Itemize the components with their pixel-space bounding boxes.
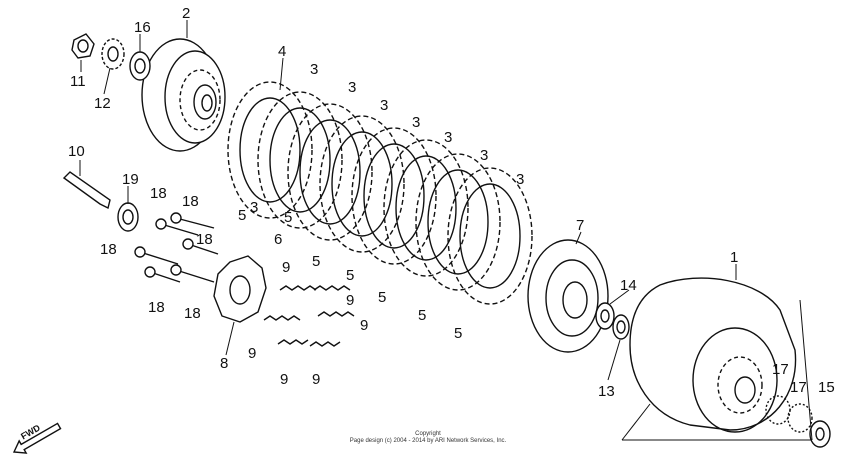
callout-1: 1 (730, 249, 738, 266)
callout-5: 5 (454, 325, 462, 342)
callout-8: 8 (220, 355, 228, 372)
callout-9: 9 (248, 345, 256, 362)
bolt-group (134, 212, 219, 283)
lifter-plate-part (213, 255, 267, 323)
callout-13: 13 (598, 383, 615, 400)
needle-bearing-group (765, 395, 831, 448)
callout-16: 16 (134, 19, 151, 36)
clutch-center-part (141, 38, 226, 152)
callout-18: 18 (148, 299, 165, 316)
callout-5: 5 (238, 207, 246, 224)
clutch-outer-part (629, 277, 797, 433)
callout-5: 5 (346, 267, 354, 284)
callout-9: 9 (346, 292, 354, 309)
callout-5: 5 (378, 289, 386, 306)
callout-2: 2 (182, 5, 190, 22)
callout-9: 9 (360, 317, 368, 334)
friction-plate-stack (227, 81, 533, 305)
callout-18: 18 (184, 305, 201, 322)
callout-3: 3 (412, 114, 420, 131)
copyright-notice: Copyright Page design (c) 2004 - 2014 by… (350, 431, 507, 444)
callout-labels: 1 2 3 3 3 3 3 3 3 3 4 5 5 5 5 5 5 5 6 7 … (68, 5, 835, 400)
leader-lines (79, 20, 813, 441)
callout-10: 10 (68, 143, 85, 160)
lifter-rod-and-bearing (62, 171, 139, 232)
clutch-spring-group (263, 285, 355, 347)
callout-5: 5 (284, 209, 292, 226)
callout-3: 3 (310, 61, 318, 78)
nut-washer-group (71, 33, 151, 81)
callout-15: 15 (818, 379, 835, 396)
callout-3: 3 (516, 171, 524, 188)
callout-6: 6 (274, 231, 282, 248)
callout-3: 3 (348, 79, 356, 96)
callout-9: 9 (282, 259, 290, 276)
callout-19: 19 (122, 171, 139, 188)
copyright-line-1: Copyright (415, 431, 441, 437)
callout-7: 7 (576, 217, 584, 234)
callout-9: 9 (280, 371, 288, 388)
copyright-line-2: Page design (c) 2004 - 2014 by ARI Netwo… (350, 438, 507, 444)
callout-18: 18 (100, 241, 117, 258)
callout-12: 12 (94, 95, 111, 112)
pressure-plate-part (527, 239, 609, 353)
callout-4: 4 (278, 43, 286, 60)
callout-5: 5 (418, 307, 426, 324)
callout-3: 3 (444, 129, 452, 146)
callout-17: 17 (790, 379, 807, 396)
callout-18: 18 (196, 231, 213, 248)
callout-5: 5 (312, 253, 320, 270)
callout-3: 3 (480, 147, 488, 164)
callout-14: 14 (620, 277, 637, 294)
callout-17: 17 (772, 361, 789, 378)
callout-11: 11 (70, 73, 86, 90)
fwd-arrow: FWD (12, 422, 62, 454)
callout-9: 9 (312, 371, 320, 388)
callout-18: 18 (182, 193, 199, 210)
thrust-washers (595, 302, 630, 340)
callout-18: 18 (150, 185, 167, 202)
callout-3: 3 (250, 199, 258, 216)
callout-3: 3 (380, 97, 388, 114)
